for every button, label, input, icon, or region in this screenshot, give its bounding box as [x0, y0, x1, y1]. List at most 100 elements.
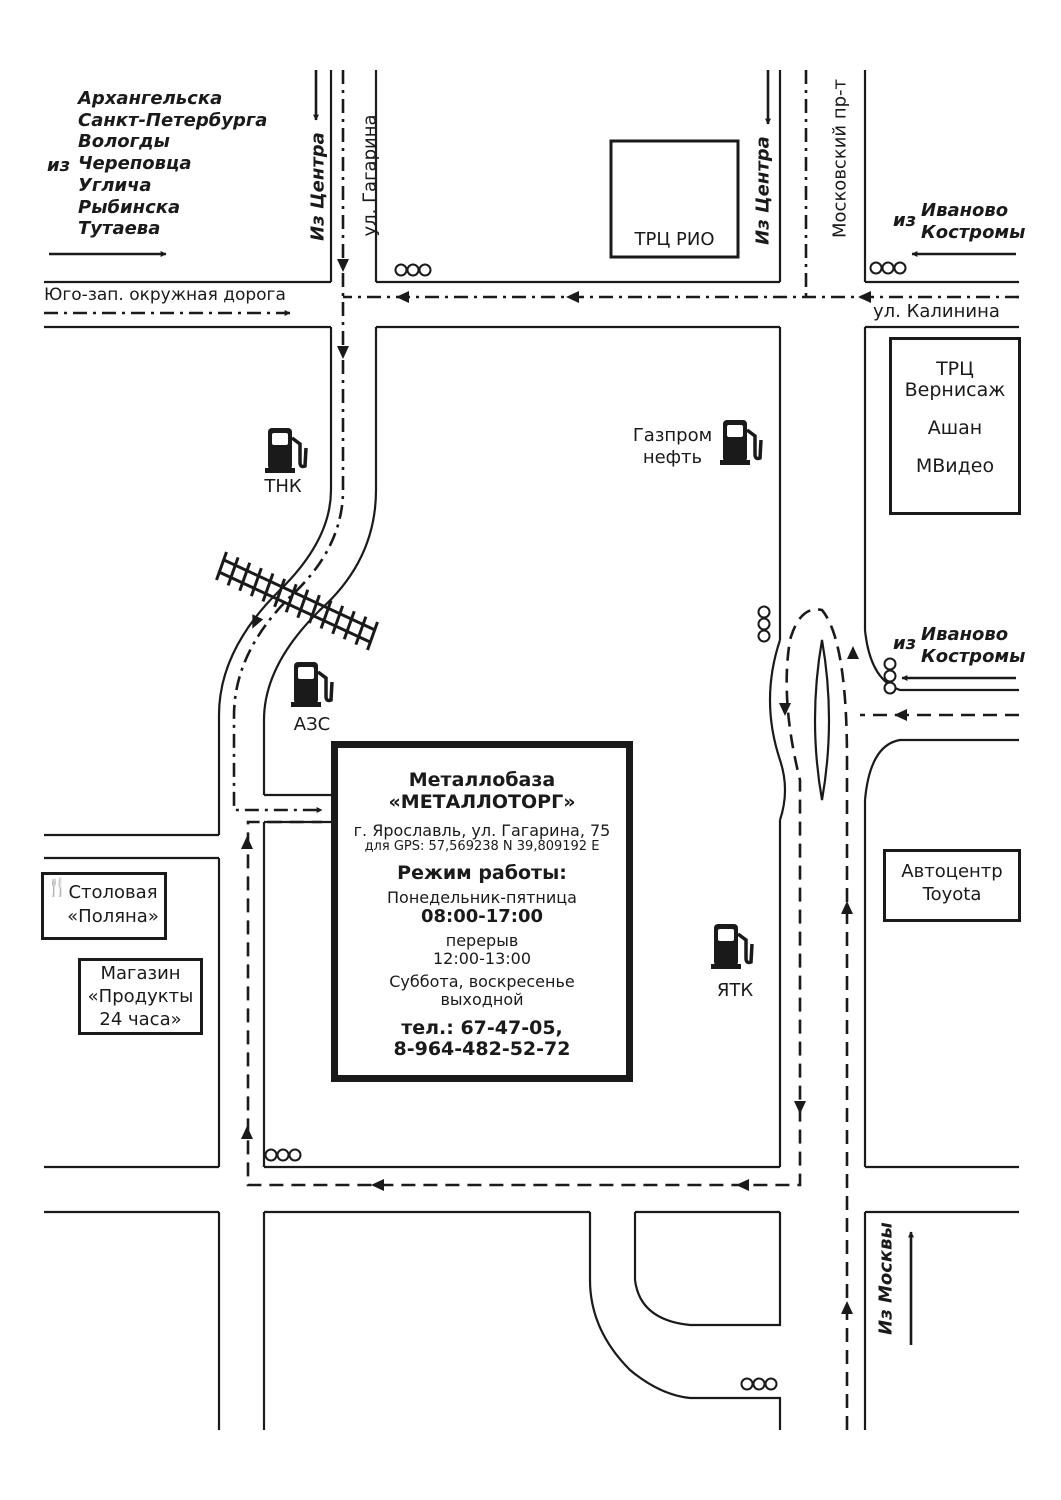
from-ivanovo-top-line1: Иваново: [921, 200, 1009, 221]
route-arrowhead: [841, 901, 853, 914]
direction-arrow-icon: [49, 70, 1016, 1345]
route-arrowhead: [779, 703, 791, 716]
from-north-west-cities: Архангельска Санкт-Петербурга Вологды Че…: [78, 88, 267, 240]
route-arrowhead: [736, 1179, 749, 1191]
fuel-gazprom-line1: Газпром: [632, 425, 713, 446]
trc-vernisazh-label-name: Вернисаж: [904, 379, 1006, 401]
company-phone-2: 8-964-482-52-72: [393, 1038, 571, 1061]
schedule-weekend-1: Суббота, воскресенье: [389, 971, 575, 991]
railway-tie: [342, 610, 356, 640]
road-edges: [44, 70, 1019, 1430]
schedule-title: Режим работы:: [397, 862, 567, 885]
railway-tie: [273, 578, 286, 608]
from-ivanovo-top-line2: Костромы: [921, 222, 1026, 243]
route-paths: [44, 70, 1019, 1430]
city-rybinsk: Рыбинска: [78, 196, 181, 218]
autocenter-box: [883, 849, 1021, 922]
company-info-box: Металлобаза «МЕТАЛЛОТОРГ» г. Ярославль, …: [331, 741, 633, 1082]
autocenter-labels: Автоцентр Toyota: [883, 860, 1021, 906]
railway-tie: [284, 583, 298, 613]
fuel-yatk-label: ЯТК: [716, 980, 754, 1001]
from-center-label-1: Из Центра: [307, 132, 329, 241]
street-ring-road-label: Юго-зап. окружная дорога: [44, 285, 286, 305]
from-center-label-2: Из Центра: [752, 136, 774, 245]
railway-tie: [226, 556, 240, 586]
company-address: г. Ярославль, ул. Гагарина, 75: [353, 820, 611, 840]
route-arrowhead: [337, 259, 349, 272]
railway-tie: [215, 551, 228, 581]
canteen-box: [41, 872, 167, 940]
route-arrowhead: [841, 1301, 853, 1314]
schedule-weekdays: Понедельник-пятница: [387, 887, 577, 907]
railway-tie: [296, 589, 310, 619]
route-arrowhead: [894, 709, 907, 721]
from-ivanovo-mid-line2: Костромы: [921, 646, 1026, 667]
schedule-weekend-2: выходной: [440, 990, 524, 1010]
fuel-tnk-label: ТНК: [264, 476, 302, 497]
schedule-break-label: перерыв: [445, 930, 519, 950]
railway-tie: [261, 573, 275, 603]
trc-rio-box: [609, 139, 740, 259]
trc-vernisazh-box: [889, 337, 1021, 515]
shop-line1: Магазин: [100, 963, 181, 984]
route-arrowhead: [847, 646, 859, 659]
city-arkhangelsk: Архангельска: [78, 88, 223, 109]
railway-tie: [308, 594, 321, 624]
railway-tie: [249, 567, 263, 597]
shop-line2: «Продукты: [87, 986, 194, 1007]
route-arrowhead: [241, 836, 253, 849]
fuel-gazprom-line2: нефть: [642, 447, 703, 468]
route-arrowhead: [566, 291, 579, 303]
from-ivanovo-top-prefix: из: [893, 210, 917, 231]
street-gagarina-label: ул. Гагарина: [359, 114, 381, 237]
route-arrowhead: [337, 346, 349, 359]
from-north-west-prefix: из: [47, 155, 71, 176]
route-arrowhead: [794, 1101, 806, 1114]
trc-vernisazh-label-mvideo: МВидео: [915, 455, 995, 477]
company-title-1: Металлобаза: [408, 769, 556, 791]
railway-crossing-icon: [218, 558, 376, 644]
city-uglich: Углича: [78, 174, 152, 196]
route-arrowheads: [241, 259, 907, 1314]
trc-vernisazh-label-ashan: Ашан: [927, 417, 983, 439]
from-ivanovo-mid-line1: Иваново: [921, 624, 1009, 645]
route-arrowhead: [241, 1126, 253, 1139]
route-arrowhead: [396, 291, 409, 303]
railway-tie: [354, 616, 368, 646]
schedule-break-hours: 12:00-13:00: [433, 949, 531, 969]
railway-tie: [331, 605, 345, 635]
trc-vernisazh-labels: ТРЦ Вернисаж Ашан МВидео: [889, 360, 1021, 476]
route-arrowhead: [252, 614, 264, 629]
shop-line3: 24 часа»: [99, 1009, 182, 1030]
trc-vernisazh-label-trc: ТРЦ: [936, 358, 974, 380]
from-moscow-label: Из Москвы: [875, 1222, 897, 1335]
fuel-gazprom-label: Газпром нефть: [620, 425, 725, 469]
city-tutaev: Тутаева: [78, 218, 161, 240]
route-arrowhead: [371, 1179, 384, 1191]
canteen-line2: «Поляна»: [67, 906, 159, 927]
railway-tie: [238, 562, 252, 592]
fuel-azs-label: АЗС: [293, 714, 331, 735]
shop-labels: Магазин «Продукты 24 часа»: [78, 962, 203, 1031]
company-phone-1: тел.: 67-47-05,: [401, 1016, 563, 1039]
railway-tie: [319, 599, 333, 629]
street-kalinina-label: ул. Калинина: [873, 301, 1000, 322]
city-vologda: Вологды: [78, 131, 170, 153]
street-moskovsky-label: Московский пр-т: [829, 79, 851, 238]
company-gps: для GPS: 57,569238 N 39,809192 E: [364, 839, 600, 855]
cutlery-icon: 🍴: [46, 877, 69, 898]
canteen-line1: Столовая: [68, 882, 158, 903]
city-cherepovets: Череповца: [78, 153, 192, 175]
railway-tie: [366, 621, 379, 651]
autocenter-line2: Toyota: [922, 884, 982, 905]
autocenter-line1: Автоцентр: [901, 861, 1003, 882]
schedule-weekdays-hours: 08:00-17:00: [420, 906, 544, 928]
shop-box: [78, 958, 203, 1035]
from-ivanovo-mid-prefix: из: [893, 633, 917, 654]
company-title-2: «МЕТАЛЛОТОРГ»: [388, 790, 576, 813]
city-spb: Санкт-Петербурга: [78, 109, 268, 131]
trc-rio-label: ТРЦ РИО: [634, 229, 715, 250]
route-arrowhead: [858, 291, 871, 303]
canteen-labels: Столовая «Поляна»: [62, 881, 164, 929]
